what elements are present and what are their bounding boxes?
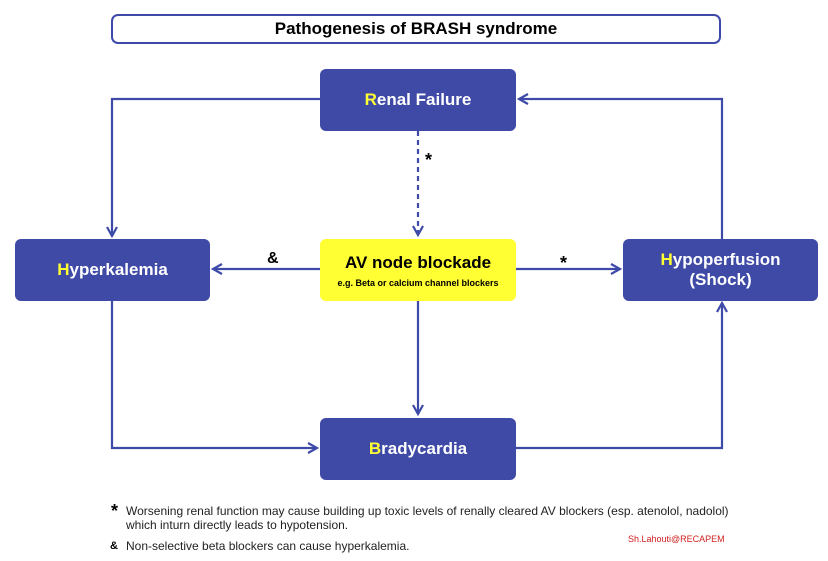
arrow-bradycardia-to-hypoperfusion <box>516 303 722 450</box>
node-renal-failure: Renal Failure <box>320 69 516 131</box>
node-hyperkalemia-initial: H <box>57 260 70 279</box>
footnote-2-mark: & <box>110 540 118 552</box>
footnote-1-line1: Worsening renal function may cause build… <box>126 504 729 518</box>
node-hypoperfusion-initial: H <box>660 250 673 269</box>
node-av-node-blockade: AV node blockade e.g. Beta or calcium ch… <box>320 239 516 301</box>
node-bradycardia-rest: radycardia <box>381 439 468 458</box>
edge-mark-av-to-hypoperfusion: * <box>560 253 568 273</box>
footnote-1-mark: * <box>111 501 119 521</box>
node-renal-failure-rest: enal Failure <box>376 90 472 109</box>
diagram-title-text: Pathogenesis of BRASH syndrome <box>274 19 558 38</box>
diagram-title: Pathogenesis of BRASH syndrome <box>111 14 721 44</box>
arrow-hyperkalemia-to-bradycardia <box>110 301 317 448</box>
arrow-hypoperfusion-to-renal <box>519 99 724 239</box>
arrow-renal-to-hyperkalemia <box>112 97 320 236</box>
node-hypoperfusion: Hypoperfusion (Shock) <box>623 239 818 301</box>
node-hypoperfusion-line2: (Shock) <box>689 270 752 289</box>
node-hyperkalemia-label: Hyperkalemia <box>57 260 168 280</box>
node-hypoperfusion-rest: ypoperfusion <box>672 250 781 269</box>
footnote-2-line1: Non-selective beta blockers can cause hy… <box>126 539 410 553</box>
node-hyperkalemia: Hyperkalemia <box>15 239 210 301</box>
author-credit: Sh.Lahouti@RECAPEM <box>628 534 725 544</box>
edge-mark-renal-to-av: * <box>425 150 433 170</box>
node-hypoperfusion-label: Hypoperfusion <box>661 250 781 270</box>
node-hyperkalemia-rest: yperkalemia <box>69 260 168 279</box>
node-bradycardia: Bradycardia <box>320 418 516 480</box>
node-av-node-subtitle: e.g. Beta or calcium channel blockers <box>337 278 499 288</box>
node-av-node-title: AV node blockade <box>344 253 492 272</box>
edge-mark-av-to-hyperkalemia: & <box>267 250 279 267</box>
node-renal-failure-label: Renal Failure <box>365 90 472 110</box>
node-renal-failure-initial: R <box>364 90 377 109</box>
node-bradycardia-initial: B <box>368 439 382 458</box>
node-bradycardia-label: Bradycardia <box>369 439 467 459</box>
footnote-1-line2: which inturn directly leads to hypotensi… <box>126 518 349 532</box>
